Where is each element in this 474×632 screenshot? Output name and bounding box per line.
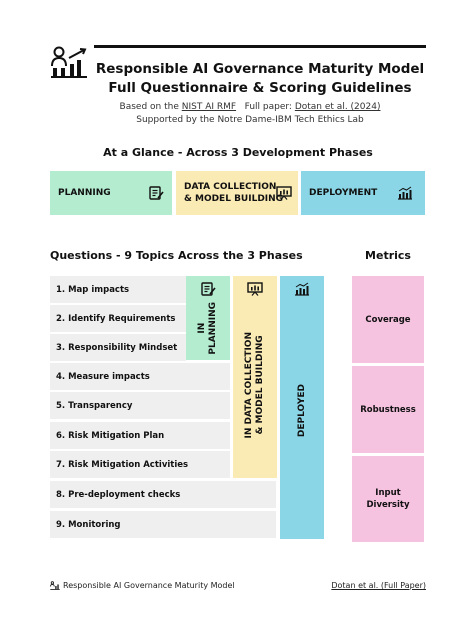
footer-paper-link[interactable]: Dotan et al. (Full Paper)	[331, 581, 426, 590]
metric-coverage: Coverage	[352, 276, 424, 363]
phase-bar-data-collection: IN DATA COLLECTION & MODEL BUILDING	[233, 276, 277, 478]
phase-bar-deployed-label: DEPLOYED	[296, 384, 307, 438]
paper-link[interactable]: Dotan et al. (2024)	[294, 102, 381, 112]
header-rule	[94, 45, 426, 48]
question-row: 5. Transparency	[50, 392, 230, 419]
question-row: 1. Map impacts	[50, 276, 186, 303]
question-row: 4. Measure impacts	[50, 363, 230, 390]
person-chart-icon	[50, 581, 60, 590]
bar-chart-icon	[295, 282, 309, 296]
question-row: 2. Identify Requirements	[50, 305, 186, 332]
glance-title: At a Glance - Across 3 Development Phase…	[103, 146, 373, 159]
question-row: 8. Pre-deployment checks	[50, 481, 276, 508]
question-row: 7. Risk Mitigation Activities	[50, 451, 230, 478]
phase-planning-label: PLANNING	[58, 188, 111, 198]
nist-link[interactable]: NIST AI RMF	[181, 102, 237, 112]
document-icon	[201, 282, 216, 296]
presentation-board-icon	[247, 282, 263, 296]
phase-deployment: DEPLOYMENT	[301, 171, 425, 215]
bar-chart-icon	[398, 186, 412, 200]
phase-bar-data-label: IN DATA COLLECTION & MODEL BUILDING	[244, 332, 265, 439]
phase-bar-planning-label: IN PLANNING	[197, 302, 218, 355]
question-row: 9. Monitoring	[50, 511, 276, 538]
page-title: Responsible AI Governance Maturity Model…	[95, 61, 425, 96]
phase-bar-planning: IN PLANNING	[186, 276, 230, 360]
presentation-board-icon	[276, 186, 292, 200]
phase-data-label: DATA COLLECTION & MODEL BUILDING	[184, 182, 284, 204]
metrics-title: Metrics	[365, 249, 411, 262]
supported-by-line: Supported by the Notre Dame-IBM Tech Eth…	[136, 115, 364, 125]
phase-bar-deployed: DEPLOYED	[280, 276, 324, 539]
footer-left: Responsible AI Governance Maturity Model	[50, 581, 235, 590]
phase-planning: PLANNING	[50, 171, 172, 215]
based-on-line: Based on the NIST AI RMF Full paper: Dot…	[119, 102, 381, 112]
phase-deployment-label: DEPLOYMENT	[309, 188, 378, 198]
question-row: 6. Risk Mitigation Plan	[50, 422, 230, 449]
questions-title: Questions - 9 Topics Across the 3 Phases	[50, 249, 303, 262]
metric-robustness: Robustness	[352, 366, 424, 453]
metric-input-diversity: Input Diversity	[352, 456, 424, 542]
document-icon	[149, 186, 164, 200]
person-chart-icon	[51, 46, 87, 78]
phase-data-collection: DATA COLLECTION & MODEL BUILDING	[176, 171, 298, 215]
question-row: 3. Responsibility Mindset	[50, 334, 186, 361]
